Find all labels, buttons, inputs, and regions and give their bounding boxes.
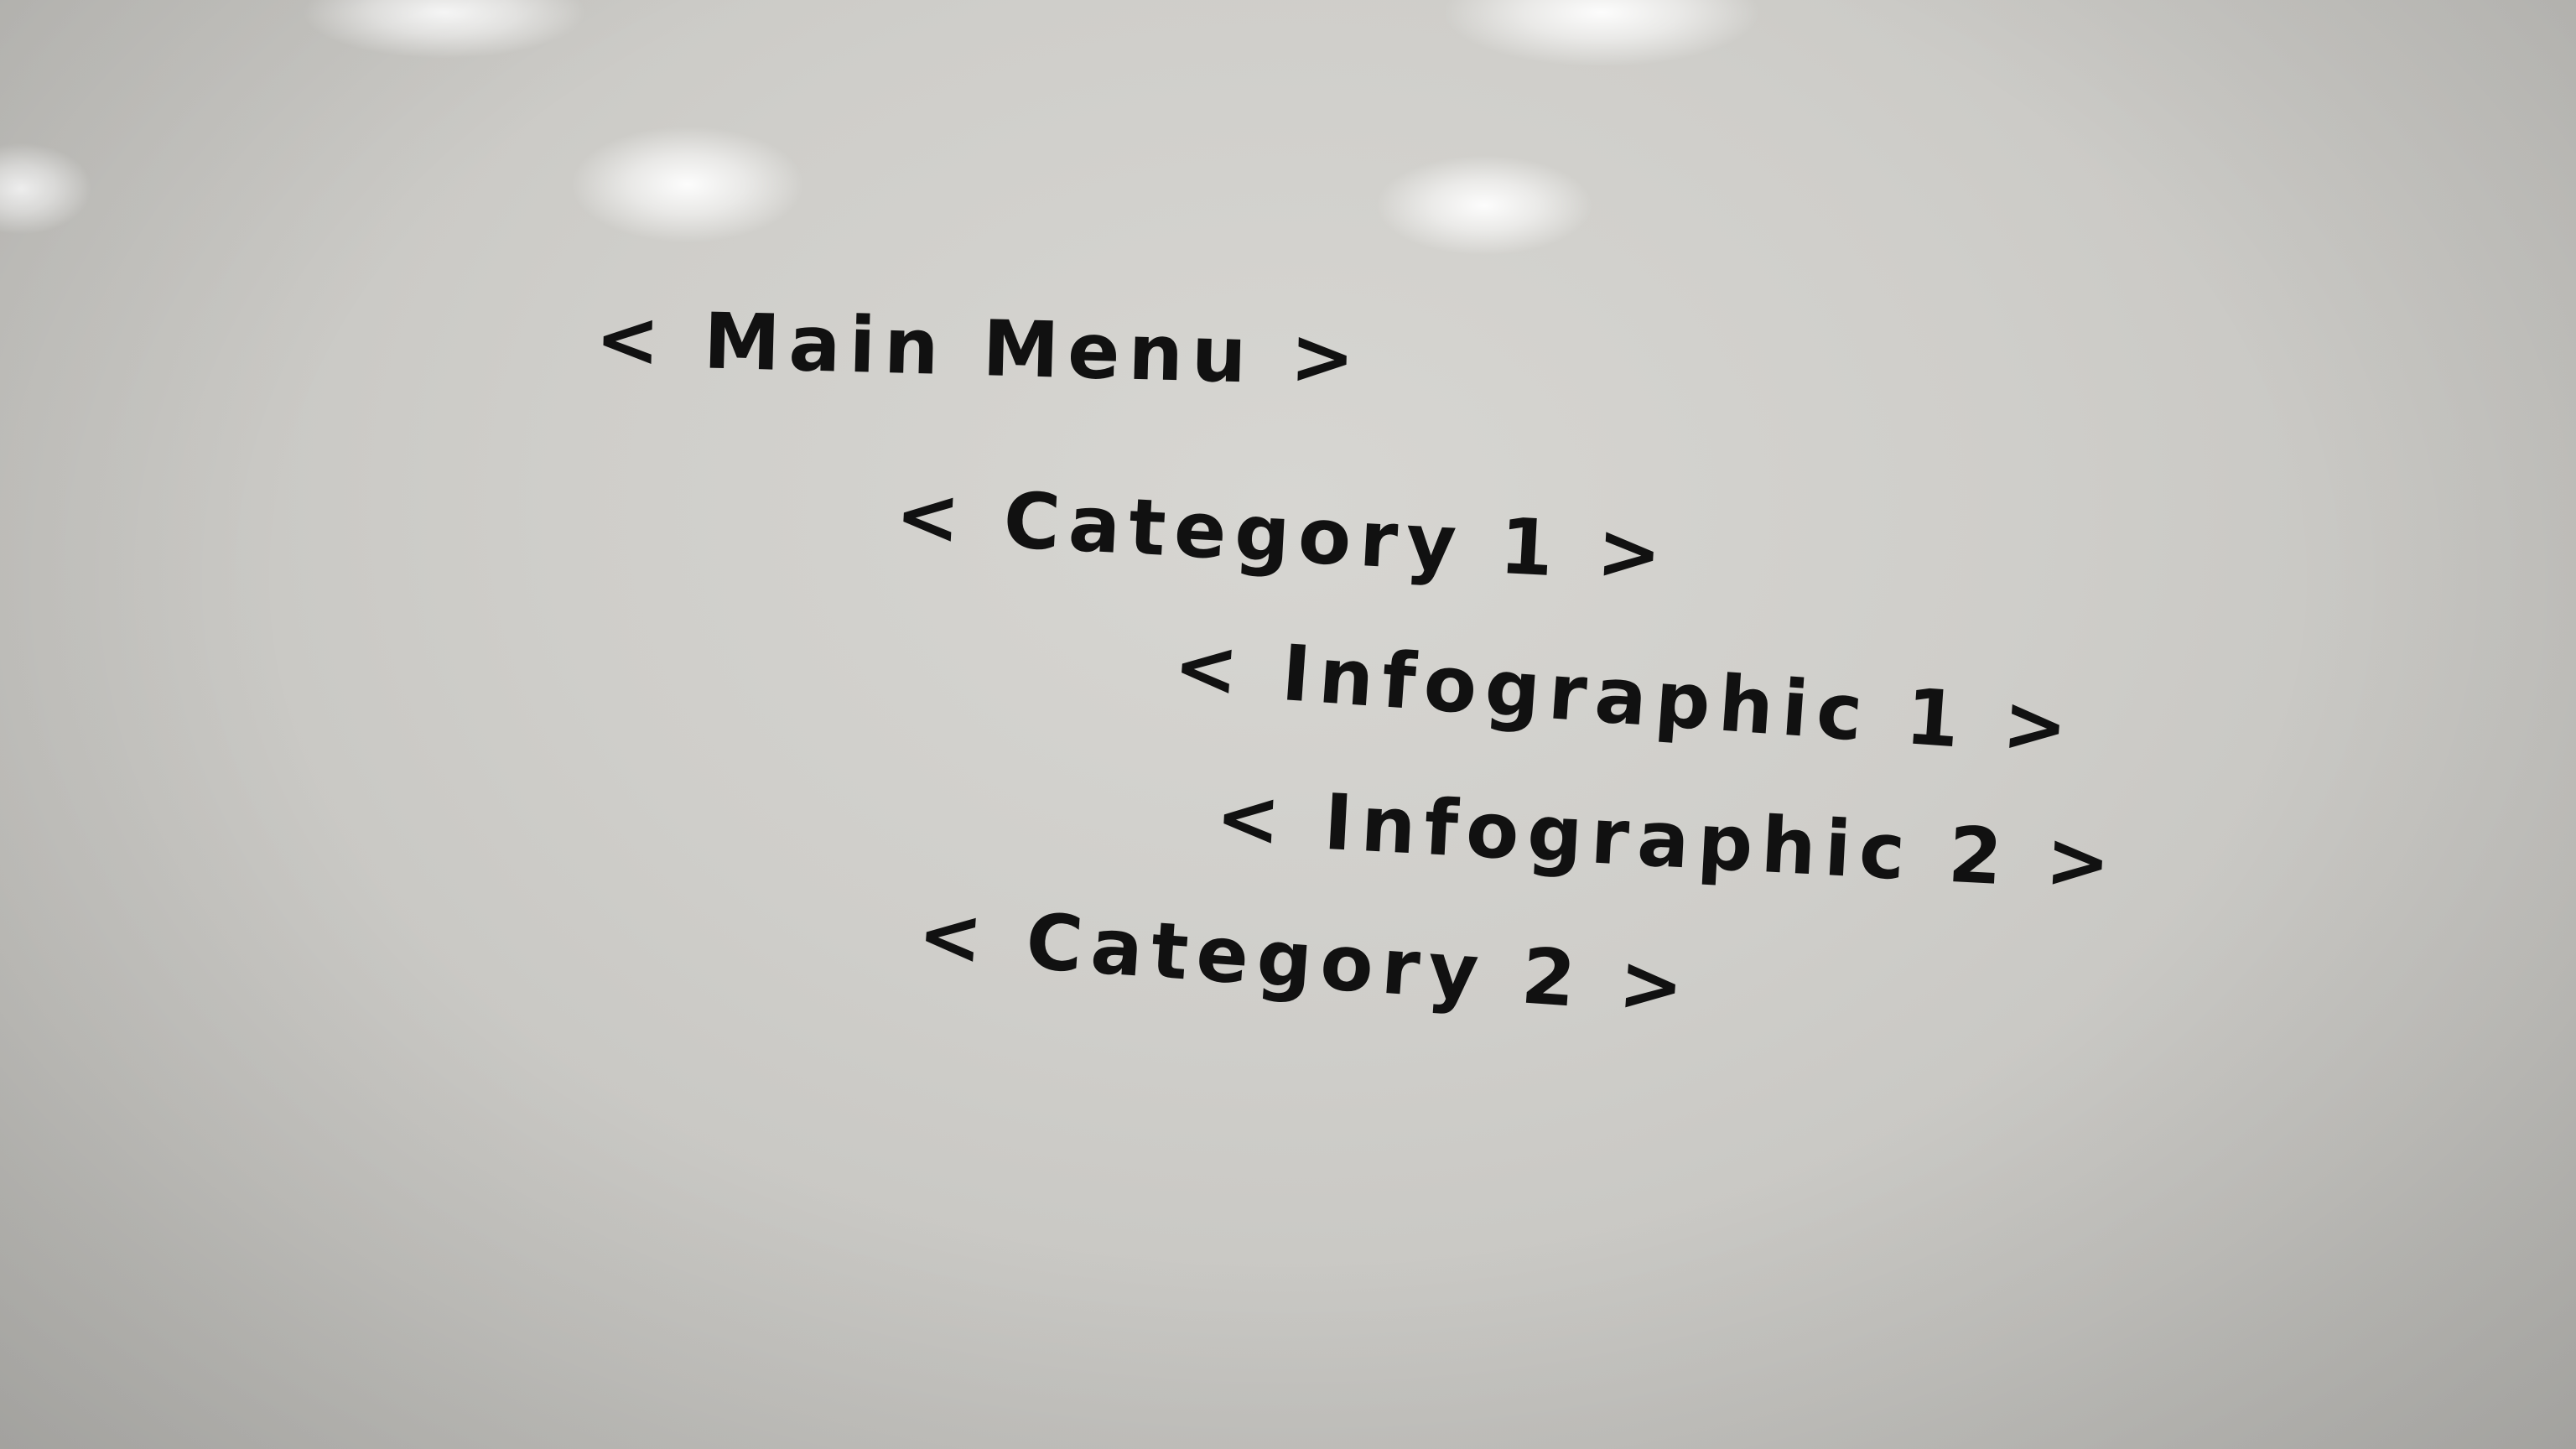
handwritten-infographic-2: < Infographic 2 > [1213,771,2122,909]
handwritten-infographic-1: < Infographic 1 > [1171,621,2080,774]
light-glare [1375,155,1593,256]
light-glare [0,143,92,235]
handwritten-main-menu: < Main Menu > [594,293,1364,403]
light-glare [570,126,805,243]
light-glare [302,0,587,59]
handwritten-category-1: < Category 1 > [893,470,1673,600]
light-glare [1442,0,1761,67]
handwritten-category-2: < Category 2 > [915,889,1696,1033]
